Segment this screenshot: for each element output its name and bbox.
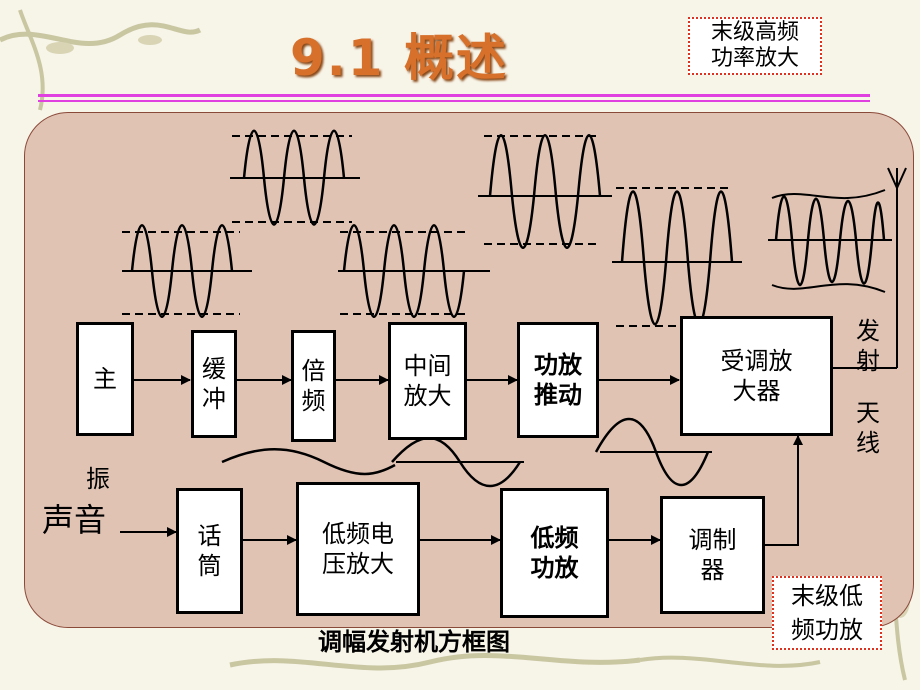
- modulated-amplifier-block: 受调放 大器: [680, 316, 833, 436]
- sound-label: 声音: [42, 501, 107, 539]
- frequency-multiplier-block: 倍 频: [291, 330, 336, 442]
- tag-final-rf-power-amp: 末级高频 功率放大: [688, 17, 822, 75]
- microphone-block: 话 筒: [176, 488, 243, 614]
- master-oscillator-block: 主: [76, 322, 134, 436]
- intermediate-amplifier-block: 中间 放大: [388, 322, 467, 440]
- driver-waveform: [478, 134, 612, 249]
- modulator-block: 调制 器: [660, 496, 765, 614]
- am-output-waveform: [768, 189, 892, 293]
- oscillation-label: 振: [86, 465, 110, 493]
- transmit-label: 发 射: [856, 317, 880, 375]
- antenna-label: 天 线: [856, 399, 880, 457]
- audio-waveform-mic: [221, 448, 396, 476]
- buffer-block: 缓 冲: [191, 330, 237, 438]
- title-rule-secondary: [38, 100, 870, 102]
- rf-amplified-waveform: [612, 187, 742, 327]
- buffer-waveform: [230, 129, 360, 226]
- title-rule: [38, 94, 870, 97]
- master-waveform: [122, 224, 252, 318]
- diagram-caption: 调幅发射机方框图: [318, 628, 510, 656]
- low-frequency-voltage-amplifier-block: 低频电 压放大: [296, 482, 420, 616]
- low-frequency-power-amplifier-block: 低频 功放: [500, 488, 609, 618]
- tag-final-low-frequency-power-amp: 末级低 频功放: [772, 576, 882, 650]
- page-title: 9.1 概述: [290, 29, 508, 87]
- intermediate-waveform: [338, 224, 490, 318]
- antenna-icon: [887, 167, 907, 368]
- driver-amplifier-block: 功放 推动: [517, 322, 599, 438]
